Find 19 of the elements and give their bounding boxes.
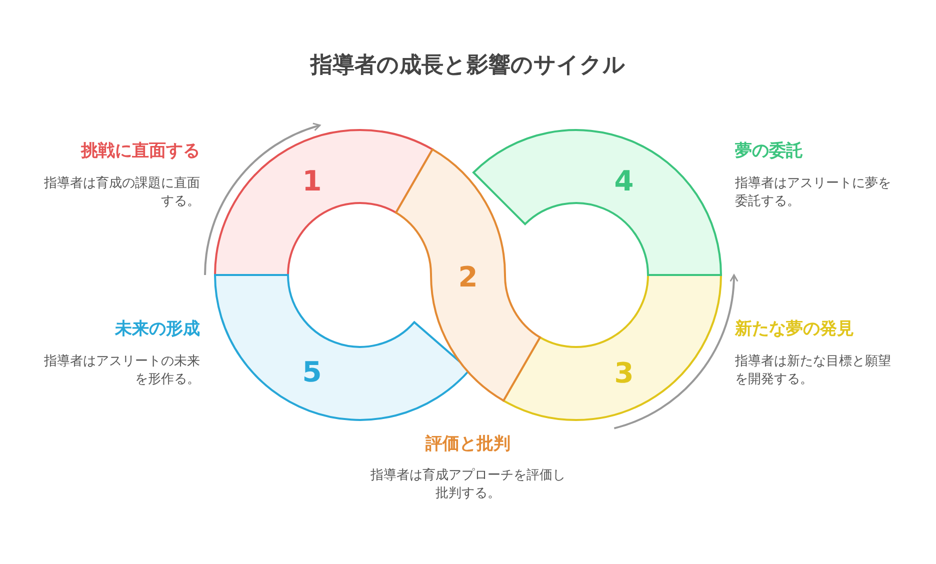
step-description: 指導者は新たな目標と願望を開発する。 xyxy=(735,353,892,389)
ring-segment xyxy=(502,274,722,421)
ring-segment xyxy=(214,129,434,276)
step-heading: 夢の委託 xyxy=(735,140,803,162)
step-heading: 新たな夢の発見 xyxy=(735,318,854,340)
step-description: 指導者は育成アプローチを評価し批判する。 xyxy=(370,467,566,503)
step-description: 指導者はアスリートの未来を形作る。 xyxy=(43,353,200,389)
diagram-title: 指導者の成長と影響のサイクル xyxy=(308,52,626,80)
step-heading: 評価と批判 xyxy=(424,433,512,455)
step-description: 指導者は育成の課題に直面する。 xyxy=(43,175,200,211)
step-number: 4 xyxy=(614,164,634,198)
step-number: 2 xyxy=(458,260,478,294)
step-heading: 未来の形成 xyxy=(115,318,200,340)
step-description: 指導者はアスリートに夢を委託する。 xyxy=(735,175,892,211)
step-number: 3 xyxy=(614,356,634,390)
ring-segment xyxy=(395,148,541,402)
step-number: 5 xyxy=(302,356,322,388)
step-heading: 挑戦に直面する xyxy=(81,140,200,162)
step-number: 1 xyxy=(302,164,322,198)
